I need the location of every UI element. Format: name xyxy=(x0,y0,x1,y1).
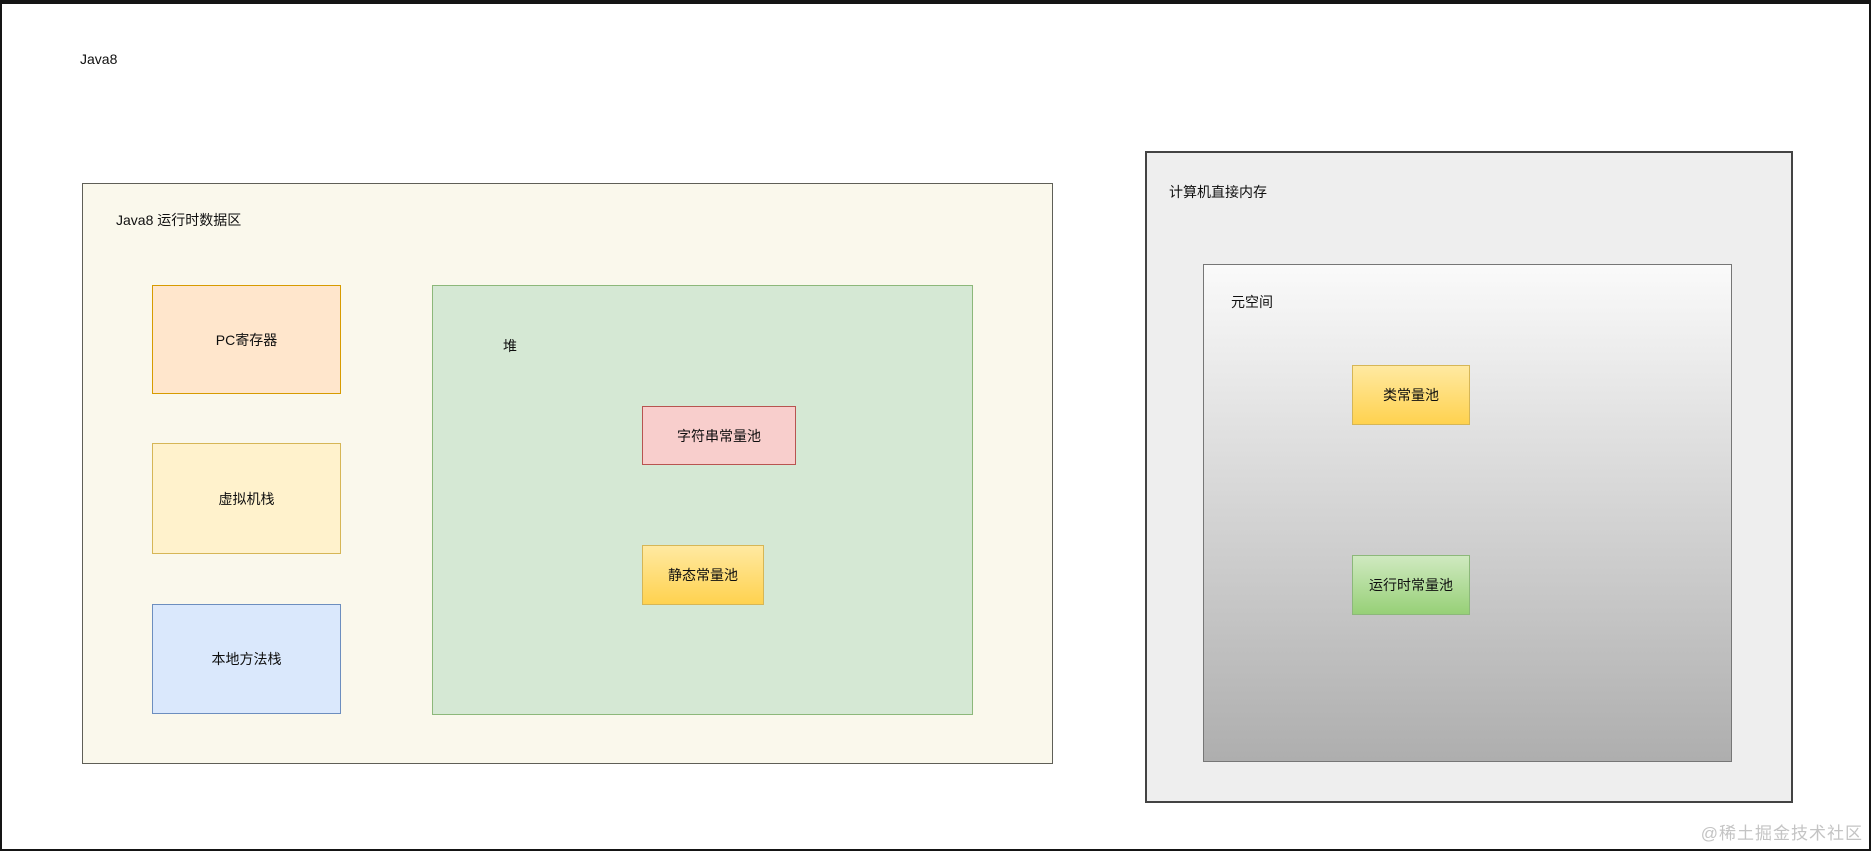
heap-label: 堆 xyxy=(503,338,517,354)
diagram-title: Java8 xyxy=(80,51,118,67)
static-constant-pool-box: 静态常量池 xyxy=(642,545,764,605)
vm-stack-box: 虚拟机栈 xyxy=(152,443,341,554)
runtime-constant-pool-box: 运行时常量池 xyxy=(1352,555,1470,615)
runtime-constant-pool-label: 运行时常量池 xyxy=(1369,577,1453,593)
vm-stack-label: 虚拟机栈 xyxy=(218,490,275,507)
static-constant-pool-label: 静态常量池 xyxy=(668,567,738,583)
pc-register-box: PC寄存器 xyxy=(152,285,341,394)
string-constant-pool-label: 字符串常量池 xyxy=(677,427,761,444)
pc-register-label: PC寄存器 xyxy=(215,331,278,348)
runtime-data-area-title: Java8 运行时数据区 xyxy=(116,212,242,228)
class-constant-pool-box: 类常量池 xyxy=(1352,365,1470,425)
string-constant-pool-box: 字符串常量池 xyxy=(642,406,796,465)
direct-memory-title: 计算机直接内存 xyxy=(1169,184,1267,200)
watermark: @稀土掘金技术社区 xyxy=(1700,824,1863,843)
metaspace-label: 元空间 xyxy=(1231,294,1273,310)
native-method-stack-label: 本地方法栈 xyxy=(211,651,282,667)
class-constant-pool-label: 类常量池 xyxy=(1383,387,1439,403)
native-method-stack-box: 本地方法栈 xyxy=(152,604,341,714)
metaspace-container: 元空间 xyxy=(1203,264,1732,762)
heap-container: 堆 xyxy=(432,285,973,715)
